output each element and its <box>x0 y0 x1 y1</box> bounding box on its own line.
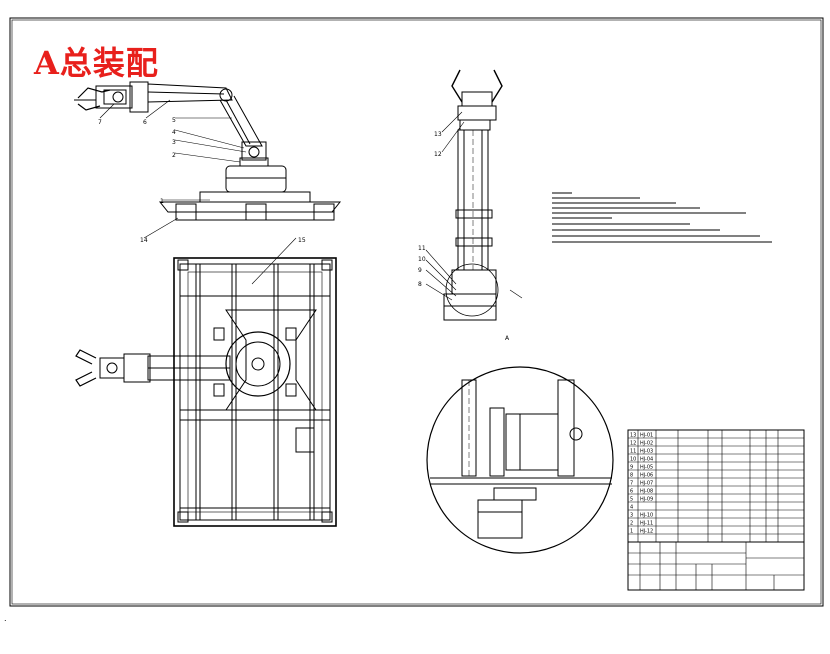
balloon-2: 2 <box>172 152 176 159</box>
parts-row-code: HJ-07 <box>640 481 653 487</box>
parts-row-number: 9 <box>630 465 633 471</box>
balloon-11: 11 <box>418 245 426 252</box>
parts-row-number: 7 <box>630 481 633 487</box>
parts-row-code: HJ-11 <box>640 521 653 527</box>
balloon-13: 13 <box>434 131 442 138</box>
parts-row-number: 13 <box>630 433 636 439</box>
balloon-9: 9 <box>418 267 422 274</box>
side-view-leaders <box>425 111 465 301</box>
parts-row-number: 8 <box>630 473 633 479</box>
balloon-3: 3 <box>172 139 176 146</box>
parts-row-number: 12 <box>630 441 636 447</box>
inner-border <box>11 19 822 605</box>
balloon-7: 7 <box>98 119 102 126</box>
parts-row-code: HJ-10 <box>640 513 653 519</box>
balloon-12: 12 <box>434 151 442 158</box>
balloon-15: 15 <box>298 237 306 244</box>
parts-row-code: HJ-04 <box>640 457 653 463</box>
front-elevation-view <box>74 81 342 221</box>
section-mark-a: A <box>505 335 510 342</box>
balloon-1: 1 <box>160 198 164 205</box>
parts-row-number: 4 <box>630 505 633 511</box>
plan-view <box>75 257 337 527</box>
parts-row-code: HJ-08 <box>640 489 653 495</box>
title-block <box>627 541 805 591</box>
balloon-4: 4 <box>172 129 176 136</box>
front-view-leaders <box>99 99 297 285</box>
parts-row-number: 11 <box>630 449 636 455</box>
parts-row-code: HJ-05 <box>640 465 653 471</box>
balloon-8: 8 <box>418 281 422 288</box>
parts-row-number: 2 <box>630 521 633 527</box>
parts-row-number: 10 <box>630 457 636 463</box>
parts-row-code: HJ-09 <box>640 497 653 503</box>
enlarged-detail-view <box>426 366 614 554</box>
technical-requirements-notes <box>552 192 772 243</box>
balloon-6: 6 <box>143 119 147 126</box>
parts-row-code: HJ-02 <box>640 441 653 447</box>
side-elevation-view <box>443 69 523 321</box>
parts-row-number: 5 <box>630 497 633 503</box>
page-marker: . <box>4 614 7 623</box>
parts-row-code: HJ-03 <box>640 449 653 455</box>
outer-border <box>9 17 824 607</box>
balloon-10: 10 <box>418 256 426 263</box>
parts-row-code: HJ-06 <box>640 473 653 479</box>
balloon-14: 14 <box>140 237 148 244</box>
drawing-title: A总装配 <box>34 44 159 82</box>
parts-row-number: 1 <box>630 529 633 535</box>
part-number-labels: 7 6 5 4 3 2 1 14 15 13 12 11 10 9 8 A <box>98 117 510 342</box>
parts-row-code: HJ-01 <box>640 433 653 439</box>
parts-row-code: HJ-12 <box>640 529 653 535</box>
parts-row-number: 3 <box>630 513 633 519</box>
parts-row-number: 6 <box>630 489 633 495</box>
balloon-5: 5 <box>172 117 176 124</box>
